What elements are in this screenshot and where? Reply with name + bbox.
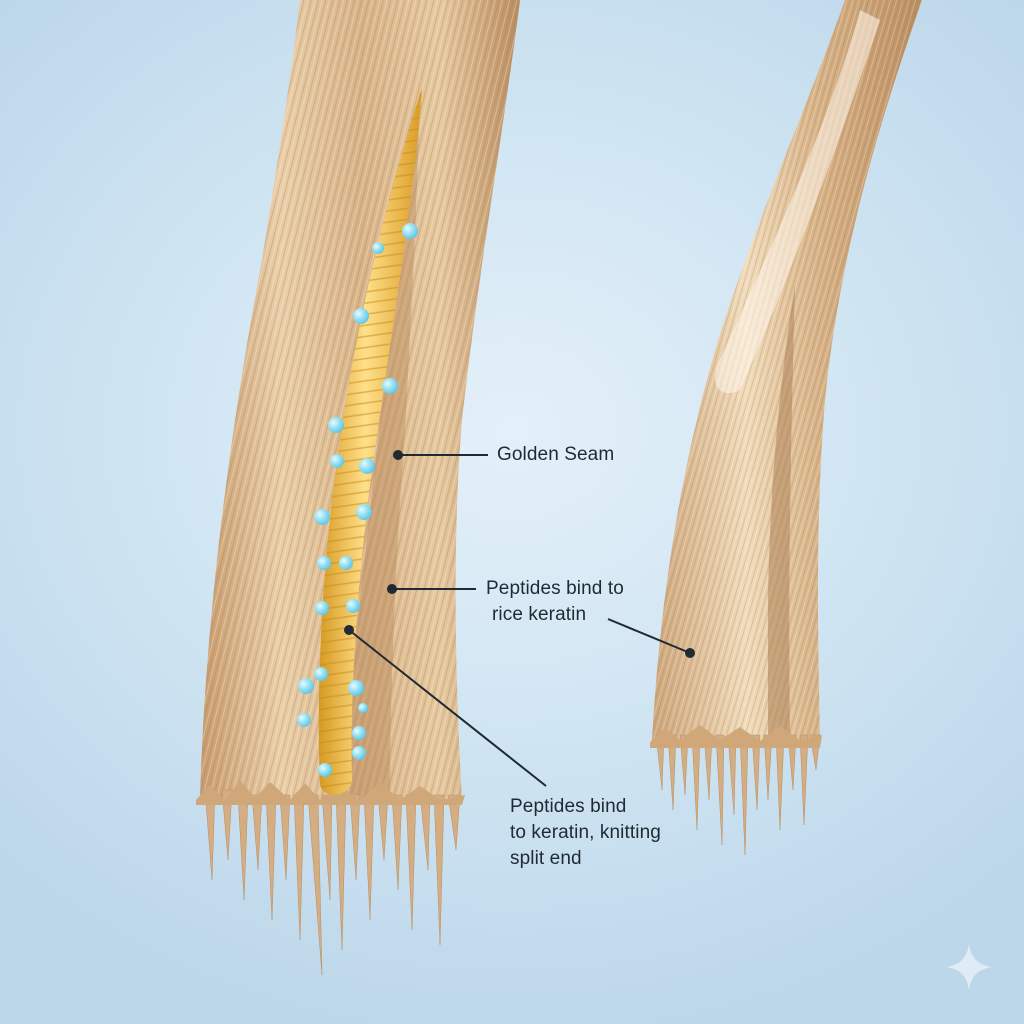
golden-seam: [318, 88, 422, 795]
leader-peptides-rice-right: [607, 618, 695, 658]
callout-golden-seam: Golden Seam: [497, 442, 614, 468]
leader-lines: [344, 450, 695, 787]
right-hair-strand: [650, 0, 922, 856]
callout-peptides-knit: Peptides bind to keratin, knitting split…: [510, 794, 661, 872]
peptide-beads: [297, 223, 418, 777]
callout-peptides-knit-line2: to keratin, knitting: [510, 822, 661, 843]
callout-peptides-rice: Peptides bind to rice keratin: [486, 576, 624, 628]
callout-peptides-knit-line1: Peptides bind: [510, 796, 627, 817]
leader-peptides-rice-left: [387, 584, 476, 594]
sparkle-icon: [946, 944, 992, 990]
callout-peptides-rice-line2: rice keratin: [492, 604, 587, 625]
leader-golden-seam: [393, 450, 488, 460]
callout-golden-seam-text: Golden Seam: [497, 444, 615, 465]
leader-peptides-knit: [344, 625, 547, 787]
callout-peptides-rice-line1: Peptides bind to: [486, 578, 624, 599]
callout-peptides-knit-line3: split end: [510, 848, 582, 869]
